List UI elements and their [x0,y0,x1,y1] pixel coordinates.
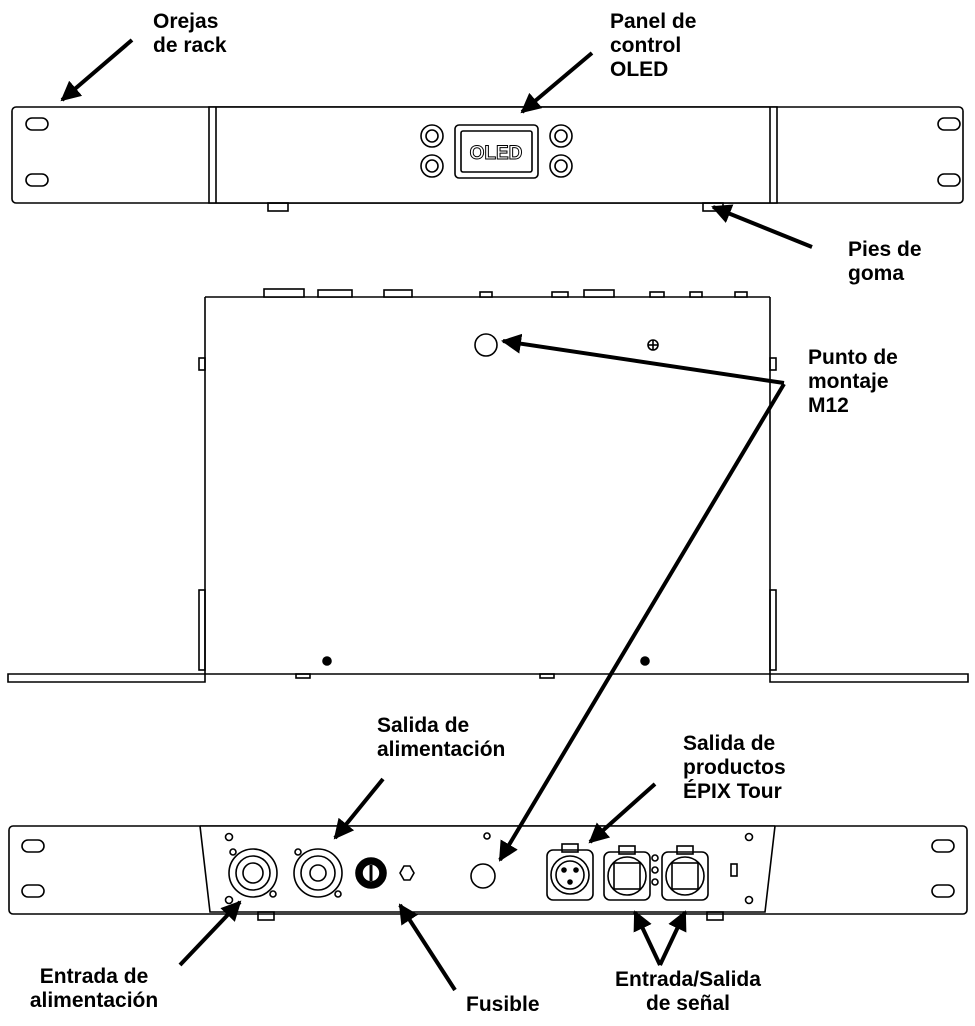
power-input-connector [228,848,278,898]
control-button [420,124,444,148]
label-rack-ears: Orejas de rack [153,10,227,57]
oled-screen-text: OLED [470,143,523,164]
label-epix-output: Salida de productos ÉPIX Tour [683,732,786,803]
power-output-connector [293,848,343,898]
m12-mount-point-rear [470,863,496,889]
rear-view [8,825,968,921]
front-view [11,106,964,212]
label-fuse: Fusible [466,993,540,1016]
label-oled-panel: Panel de control OLED [610,10,697,81]
label-power-output: Salida de alimentación [377,714,506,761]
signal-connector [661,845,709,901]
rack-ear-slot [25,173,49,187]
oled-screen [454,124,539,179]
rack-ear-slot [931,884,955,898]
rack-ear-slot [21,884,45,898]
label-mount-point: Punto de montaje M12 [808,346,898,417]
m12-mount-point [474,333,498,357]
control-button [420,154,444,178]
rack-ear-slot [931,839,955,853]
epix-xlr-output [546,843,594,901]
top-view [7,288,969,683]
label-signal-io: Entrada/Salida de señal [615,968,761,1015]
label-rubber-feet: Pies de goma [848,238,922,285]
rack-ear-slot [21,839,45,853]
label-power-input: Entrada de alimentación [29,965,159,1012]
rack-ear-slot [25,117,49,131]
fuse-holder [355,857,387,889]
rack-ear-slot [937,117,961,131]
callout-arrows [60,38,813,992]
control-button [549,124,573,148]
control-button [549,154,573,178]
rack-ear-slot [937,173,961,187]
rubber-foot [267,202,289,212]
signal-connector [603,845,651,901]
